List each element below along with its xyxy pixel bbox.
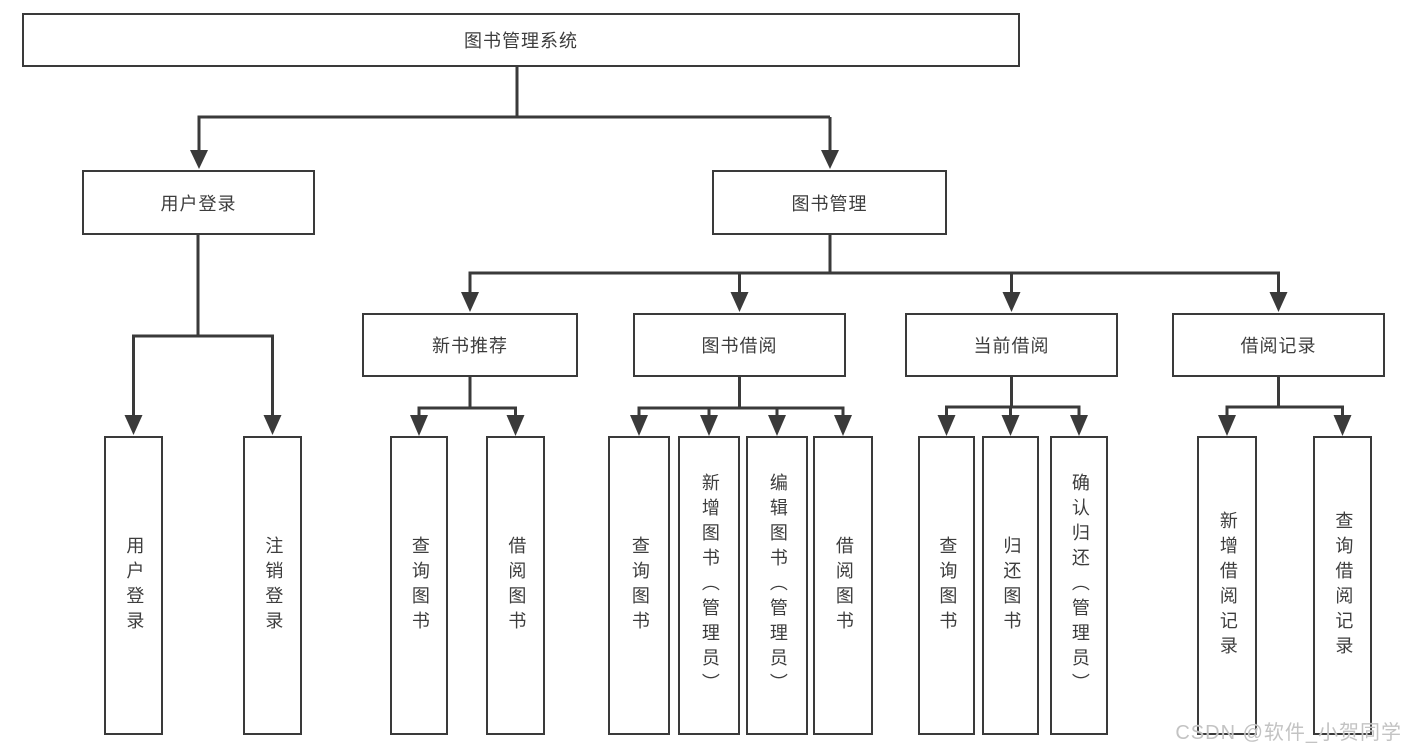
node-leaf-logout: 注销登录 — [243, 436, 302, 735]
csdn-watermark: CSDN @软件_小贺同学 — [1175, 722, 1402, 744]
connector-root-branch — [197, 67, 832, 151]
node-leaf-logout-label: 注销登录 — [263, 535, 284, 636]
node-leaf-add-borrow-record: 新增借阅记录 — [1197, 436, 1257, 735]
node-leaf-add-books-admin: 新增图书（管理员） — [678, 436, 740, 735]
node-leaf-user-login: 用户登录 — [104, 436, 163, 735]
node-leaf-edit-books-admin-label: 编辑图书（管理员） — [767, 473, 788, 698]
node-leaf-user-login-label: 用户登录 — [124, 535, 145, 636]
node-borrow-records: 借阅记录 — [1172, 313, 1385, 377]
connector-borrowing-branch — [637, 377, 845, 416]
node-leaf-borrow-books-rec: 借阅图书 — [486, 436, 545, 735]
node-library-system-label: 图书管理系统 — [464, 31, 578, 51]
connector-new-books-branch — [417, 377, 517, 416]
node-leaf-search-books-current-label: 查询图书 — [937, 535, 958, 636]
node-borrowing: 图书借阅 — [633, 313, 846, 377]
node-current-borrow-label: 当前借阅 — [973, 336, 1050, 356]
node-leaf-search-borrow-record: 查询借阅记录 — [1313, 436, 1372, 735]
node-leaf-confirm-return-admin-label: 确认归还（管理员） — [1069, 473, 1090, 698]
node-borrowing-label: 图书借阅 — [701, 336, 778, 356]
connector-current-branch — [945, 377, 1081, 416]
node-user-login: 用户登录 — [82, 170, 315, 235]
node-new-books: 新书推荐 — [362, 313, 578, 377]
node-leaf-borrow-books: 借阅图书 — [813, 436, 873, 735]
node-book-mgmt: 图书管理 — [712, 170, 947, 235]
node-leaf-search-books-borrow: 查询图书 — [608, 436, 670, 735]
node-new-books-label: 新书推荐 — [432, 336, 508, 356]
connector-book-mgmt-branch — [468, 234, 1280, 293]
node-borrow-records-label: 借阅记录 — [1240, 336, 1317, 356]
node-library-system: 图书管理系统 — [22, 13, 1020, 67]
arrowheads-borrowing-leaves — [630, 415, 852, 436]
node-leaf-search-books-rec-label: 查询图书 — [409, 535, 430, 636]
node-leaf-search-books-rec: 查询图书 — [390, 436, 448, 735]
node-leaf-return-books: 归还图书 — [982, 436, 1039, 735]
node-current-borrow: 当前借阅 — [905, 313, 1118, 377]
node-leaf-confirm-return-admin: 确认归还（管理员） — [1050, 436, 1108, 735]
node-leaf-borrow-books-label: 借阅图书 — [833, 535, 854, 636]
arrowheads-level3 — [461, 292, 1288, 312]
node-leaf-borrow-books-rec-label: 借阅图书 — [506, 535, 527, 636]
arrowheads-user-leaves — [124, 415, 282, 435]
connector-user-login-branch — [132, 235, 274, 416]
node-book-mgmt-label: 图书管理 — [791, 193, 868, 214]
arrowheads-current-leaves — [937, 415, 1088, 436]
node-leaf-add-books-admin-label: 新增图书（管理员） — [699, 473, 720, 698]
node-leaf-return-books-label: 归还图书 — [1001, 535, 1022, 636]
node-leaf-search-books-current: 查询图书 — [918, 436, 975, 735]
node-user-login-label: 用户登录 — [160, 193, 237, 214]
node-leaf-search-books-borrow-label: 查询图书 — [629, 535, 650, 636]
connector-records-branch — [1225, 377, 1344, 416]
node-leaf-add-borrow-record-label: 新增借阅记录 — [1217, 510, 1238, 661]
arrowheads-new-books-leaves — [410, 415, 525, 436]
node-leaf-search-borrow-record-label: 查询借阅记录 — [1333, 510, 1354, 661]
arrowheads-records-leaves — [1218, 415, 1352, 436]
arrowheads-level2 — [190, 150, 839, 169]
node-leaf-edit-books-admin: 编辑图书（管理员） — [746, 436, 808, 735]
